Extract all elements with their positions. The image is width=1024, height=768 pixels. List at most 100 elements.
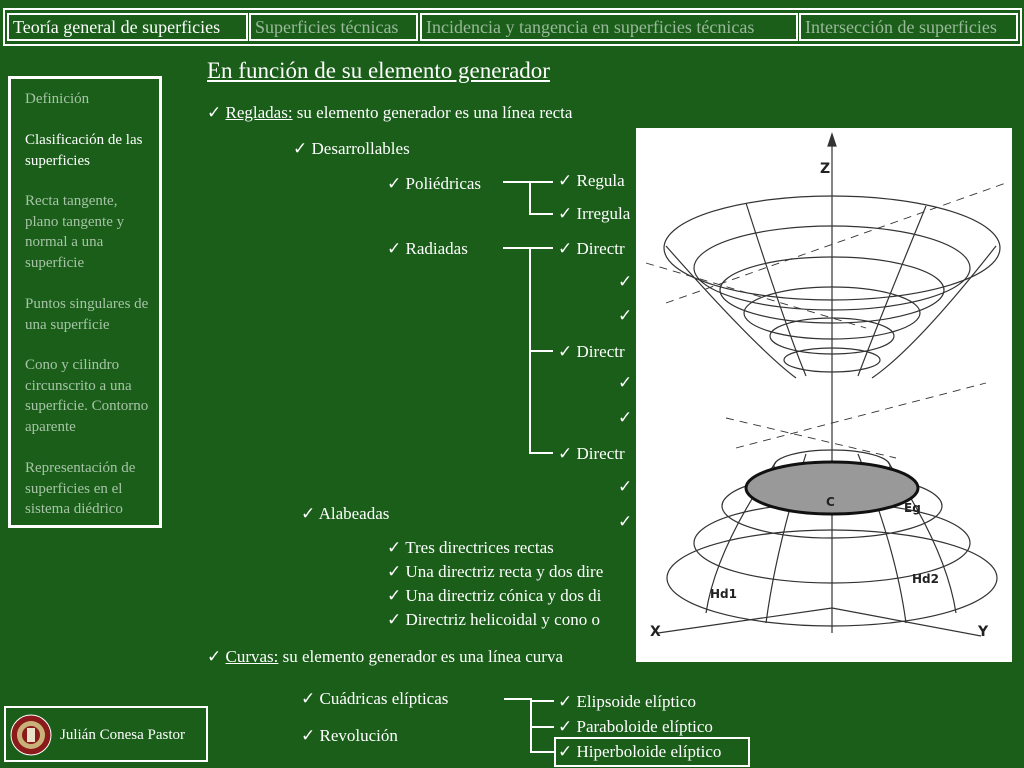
alabeadas-subitem: ✓ Una directriz recta y dos dire [387, 562, 603, 582]
desarrollables-label: Desarrollables [311, 139, 410, 158]
cuadrica-subitem: ✓ Elipsoide elíptico [558, 692, 696, 712]
cuadrica-subitem: ✓ Paraboloide elíptico [558, 717, 713, 737]
curvas-line: ✓ Curvas: su elemento generador es una l… [207, 647, 563, 667]
check-icon: ✓ [558, 444, 573, 463]
check-icon: ✓ [301, 726, 316, 745]
check-icon: ✓ [558, 742, 573, 761]
alabeadas-subitem-label: Una directriz recta y dos dire [405, 562, 604, 581]
sidebar-item-definicion[interactable]: Definición [25, 91, 90, 107]
directriz-label: Directr [576, 239, 625, 258]
bracket-line [503, 247, 531, 249]
y-axis-label: Y [977, 624, 989, 640]
directriz-item-1: ✓ Directr [558, 239, 625, 259]
hd2-label: Hd2 [912, 572, 939, 586]
alabeadas-item: ✓ Alabeadas [301, 504, 389, 524]
tab-bar: Teoría general de superficies Superficie… [3, 8, 1022, 46]
directriz-item-3: ✓ Directr [558, 444, 625, 464]
check-icon: ✓ [558, 204, 573, 223]
bracket-line [504, 698, 532, 700]
check-icon: ✓ [618, 477, 633, 496]
bracket-line [529, 181, 531, 215]
hd1-label: Hd1 [710, 587, 737, 601]
sidebar-item-clasificacion[interactable]: Clasificación de las superficies [25, 132, 143, 169]
directriz-label: Directr [576, 342, 625, 361]
sidebar-item-recta-tangente[interactable]: Recta tangente, plano tangente y normal … [25, 193, 125, 271]
bracket-line [530, 700, 554, 702]
check-icon: ✓ [387, 538, 402, 557]
sidebar: Definición Clasificación de las superfic… [8, 76, 162, 528]
irregulares-item: ✓ Irregula [558, 204, 630, 224]
tab-superficies-tecnicas[interactable]: Superficies técnicas [249, 13, 418, 41]
check-icon: ✓ [387, 586, 402, 605]
irregulares-label: Irregula [576, 204, 631, 223]
check-icon: ✓ [618, 408, 633, 427]
sidebar-item-cono-cilindro[interactable]: Cono y cilindro circunscrito a una super… [25, 357, 149, 435]
z-axis-label: Z [820, 161, 830, 177]
poliedricas-label: Poliédricas [405, 174, 482, 193]
bracket-line [529, 247, 553, 249]
check-icon: ✓ [558, 342, 573, 361]
page-title: En función de su elemento generador [207, 58, 550, 83]
alabeadas-subitem-label: Tres directrices rectas [405, 538, 554, 557]
alabeadas-label: Alabeadas [318, 504, 390, 523]
university-seal-icon [10, 714, 52, 756]
radiadas-item: ✓ Radiadas [387, 239, 468, 259]
alabeadas-subitem: ✓ Una directriz cónica y dos di [387, 586, 601, 606]
directriz-item-2: ✓ Directr [558, 342, 625, 362]
author-name: Julián Conesa Pastor [60, 727, 185, 743]
check-icon: ✓ [207, 103, 222, 122]
alabeadas-subitem-label: Directriz helicoidal y cono o [405, 610, 600, 629]
bracket-line [530, 726, 554, 728]
sidebar-item-puntos-singulares[interactable]: Puntos singulares de una superficie [25, 296, 149, 333]
regulares-item: ✓ Regula [558, 171, 625, 191]
bracket-line [529, 452, 553, 454]
regladas-desc: su elemento generador es una línea recta [292, 103, 573, 122]
hyperboloid-diagram: Z C Eg Hd1 Hd2 X Y [645, 132, 1007, 640]
alabeadas-subitem-label: Una directriz cónica y dos di [405, 586, 602, 605]
bracket-line [529, 181, 553, 183]
author-box: Julián Conesa Pastor [4, 706, 208, 762]
eg-ellipse [744, 460, 920, 516]
revolucion-item: ✓ Revolución [301, 726, 398, 746]
check-icon: ✓ [387, 610, 402, 629]
check-icon: ✓ [387, 562, 402, 581]
curvas-desc: su elemento generador es una línea curva [278, 647, 564, 666]
sidebar-item-representacion[interactable]: Representación de superficies en el sist… [25, 460, 136, 517]
x-axis-label: X [650, 624, 661, 640]
cuadrica-subitem-label: Paraboloide elíptico [576, 717, 713, 736]
eg-label: Eg [904, 501, 921, 515]
hyperboloid-figure: Z C Eg Hd1 Hd2 X Y [636, 128, 1012, 662]
tab-interseccion[interactable]: Intersección de superficies [799, 13, 1018, 41]
check-icon: ✓ [558, 692, 573, 711]
cuadrica-subitem-label: Hiperboloide elíptico [576, 742, 722, 761]
check-icon: ✓ [293, 139, 308, 158]
alabeadas-subitem: ✓ Tres directrices rectas [387, 538, 554, 558]
check-icon: ✓ [207, 647, 222, 666]
bracket-line [530, 751, 554, 753]
poliedricas-item: ✓ Poliédricas [387, 174, 481, 194]
alabeadas-subitem: ✓ Directriz helicoidal y cono o [387, 610, 600, 630]
regladas-line: ✓ Regladas: su elemento generador es una… [207, 103, 572, 123]
bracket-line [530, 698, 532, 752]
check-icon: ✓ [558, 239, 573, 258]
desarrollables-item: ✓ Desarrollables [293, 139, 410, 159]
check-icon: ✓ [618, 272, 633, 291]
check-icon: ✓ [618, 512, 633, 531]
check-icon: ✓ [301, 689, 316, 708]
cuadrica-subitem-label: Elipsoide elíptico [576, 692, 696, 711]
cuadrica-subitem: ✓ Hiperboloide elíptico [558, 742, 721, 762]
tab-incidencia-tangencia[interactable]: Incidencia y tangencia en superficies té… [420, 13, 798, 41]
regladas-term: Regladas: [225, 103, 293, 122]
bracket-line [529, 213, 553, 215]
check-icon: ✓ [387, 239, 402, 258]
c-label: C [826, 495, 835, 509]
hiperboloide-highlight[interactable] [554, 737, 750, 767]
revolucion-label: Revolución [319, 726, 398, 745]
radiadas-label: Radiadas [405, 239, 468, 258]
regulares-label: Regula [576, 171, 625, 190]
check-icon: ✓ [387, 174, 402, 193]
cuadricas-label: Cuádricas elípticas [319, 689, 449, 708]
check-icon: ✓ [618, 306, 633, 325]
tab-teoria-general[interactable]: Teoría general de superficies [7, 13, 248, 41]
check-icon: ✓ [558, 171, 573, 190]
